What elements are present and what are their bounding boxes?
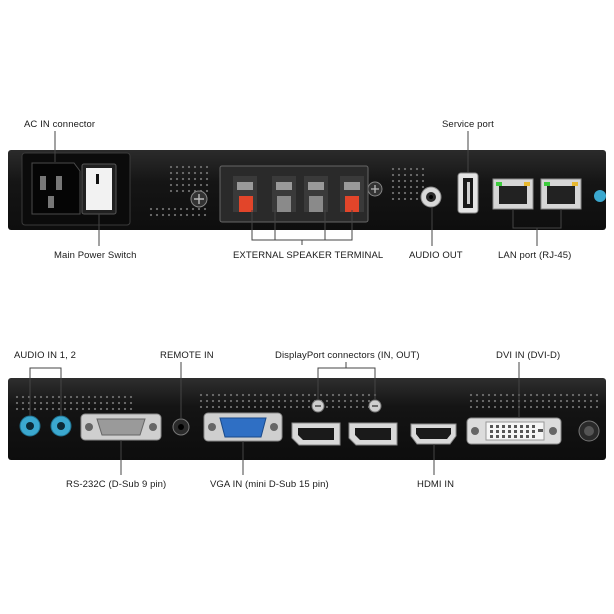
vent-grille <box>148 206 208 220</box>
label-hdmi-in: HDMI IN <box>417 479 455 490</box>
vent-grille <box>390 166 424 200</box>
top-connector-panel <box>8 150 606 230</box>
label-lan-port: LAN port (RJ-45) <box>498 250 572 261</box>
label-external-speaker-terminal: EXTERNAL SPEAKER TERMINAL <box>233 250 384 261</box>
vent-grille <box>14 394 134 412</box>
label-audio-in: AUDIO IN 1, 2 <box>14 350 77 361</box>
label-dvi-in: DVI IN (DVI-D) <box>496 350 561 361</box>
label-service-port: Service port <box>442 119 494 130</box>
label-main-power-switch: Main Power Switch <box>54 250 137 261</box>
label-ac-in-connector: AC IN connector <box>24 119 96 130</box>
label-vga-in: VGA IN (mini D-Sub 15 pin) <box>210 479 329 490</box>
label-audio-out: AUDIO OUT <box>409 250 463 261</box>
label-displayport: DisplayPort connectors (IN, OUT) <box>275 350 420 361</box>
vent-grille <box>468 392 598 410</box>
vent-grille <box>168 164 210 194</box>
label-remote-in: REMOTE IN <box>160 350 214 361</box>
label-rs232c: RS-232C (D-Sub 9 pin) <box>66 479 167 490</box>
vent-grille <box>198 392 378 408</box>
bottom-connector-panel <box>8 378 606 460</box>
